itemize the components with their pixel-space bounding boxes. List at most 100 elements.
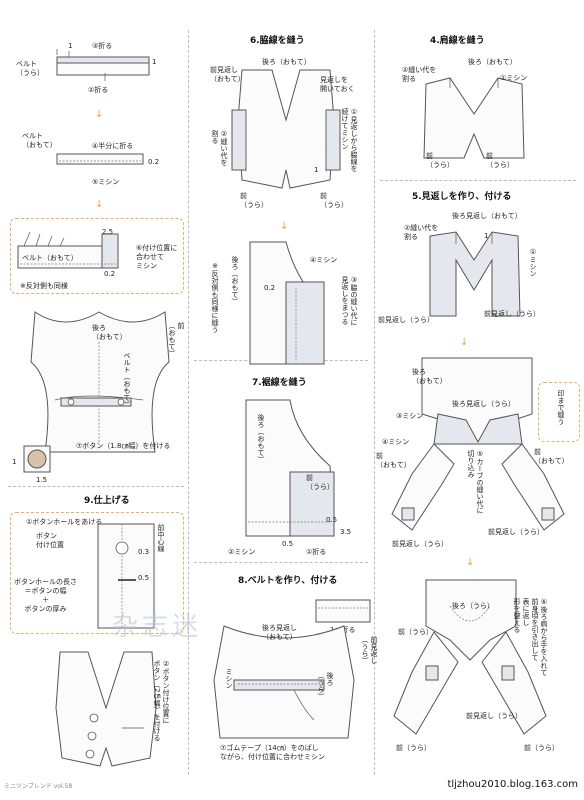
section-title-belt: 8.ベルトを作り、付ける	[238, 576, 338, 586]
front-label: 前 （おもて）	[168, 322, 185, 357]
page-footer-left: ミニツンブレンド vol.58	[4, 783, 73, 790]
front-label: 前 （うら）	[320, 192, 348, 209]
front-facing-label: 前見返し（うら）	[484, 310, 540, 318]
continuous-seam-label: ①見返しから脇線を 続けてミシン	[341, 108, 358, 172]
machine-label: ④ミシン	[310, 256, 338, 264]
facing-attach-diagram	[391, 357, 565, 531]
turn-out-diagram	[393, 579, 547, 735]
back-label: 後ろ（おもて）	[262, 58, 311, 66]
machine-label: ①ミシン	[529, 248, 537, 277]
cut-allowance-label: ②縫い代を 割る	[211, 130, 228, 166]
step-arrow-icon: ↓	[95, 109, 104, 120]
dim-label: 0.5	[326, 516, 338, 524]
half-fold-label: ④半分に折る	[92, 142, 134, 150]
dim-label: 1	[484, 232, 489, 240]
front-facing-label: 前見返し （おもて）	[210, 66, 245, 83]
section-title-finish: 9.仕上げる	[84, 496, 130, 506]
front-label: 前（うら）	[524, 744, 559, 752]
machine-label: ⑤ミシン	[92, 178, 120, 186]
back-label: 後ろ（うら）	[452, 602, 494, 610]
belt-fold-label: ③折る	[92, 42, 113, 50]
column-separator-right	[374, 30, 375, 775]
front-label: 前 （おもて）	[534, 448, 569, 465]
machine-label: ②ミシン	[228, 548, 256, 556]
open-facing-label: 見返しを 開いておく	[320, 76, 355, 93]
side-seam-detail-diagram	[249, 241, 325, 365]
front-facing-label: 前見返し（うら）	[488, 528, 544, 536]
machine-label: ①ミシン	[500, 74, 528, 82]
front-facing-label: 前見返し（うら）	[378, 316, 434, 324]
vest-back-diagram	[30, 311, 170, 453]
belt-half-fold-diagram	[56, 153, 144, 165]
dim-label: 0.3	[138, 548, 150, 556]
front-label: 前 （うら）	[486, 152, 514, 169]
center-line-label: 前中心線	[157, 524, 165, 552]
dim-label: 1	[12, 458, 17, 466]
belt-back-label: ベルト （うら）	[16, 60, 44, 77]
attach-label: ⑥付け位置に 合わせて ミシン	[136, 244, 178, 270]
belt-fold-diagram	[56, 49, 150, 81]
button-sew-label: ⑦ボタン（1.8㎝幅）を付ける	[76, 442, 171, 450]
dim-label: 1.5	[36, 476, 48, 484]
side-seam-diagram	[231, 69, 341, 189]
machine-label: ミシン	[225, 668, 233, 689]
page-footer-url: tljzhou2010.blog.163.com	[447, 779, 578, 790]
hem-diagram	[245, 399, 335, 537]
buttonhole-diagram	[97, 523, 155, 629]
dim-label: 1	[314, 166, 319, 174]
back-inside-label: 後ろ （うら）	[317, 672, 334, 700]
front-label: 前（うら）	[398, 628, 433, 636]
step-arrow-icon: ↓	[460, 337, 469, 348]
buttonhole-label: ①ボタンホールをあける	[26, 518, 103, 526]
front-label: 前 （うら）	[240, 192, 268, 209]
section-title-side-seam: 6.脇線を縫う	[250, 36, 305, 46]
back-facing-label: 後ろ見返し（おもて）	[452, 212, 522, 220]
belt-fold-detail	[315, 599, 371, 623]
front-facing-label: 前見返し （うら）	[361, 636, 378, 664]
dim-label: 0.2	[264, 284, 276, 292]
back-label: 後ろ （おもて）	[92, 324, 127, 341]
section-title-shoulder: 4.肩線を縫う	[430, 36, 485, 46]
button-position-label: ボタン 付け位置	[36, 532, 64, 549]
sew-button-label: ②ボタン付け位置に ボタン（2㎝幅）を付ける	[153, 660, 170, 742]
section-title-hem: 7.裾線を縫う	[252, 378, 307, 388]
section-separator	[380, 180, 576, 181]
dim-label: 1	[152, 58, 157, 66]
dim-label: 2.5	[102, 228, 114, 236]
front-label: 前 （おもて）	[376, 452, 411, 469]
belt-fold-label: ②折る	[88, 86, 109, 94]
belt-attach-back-diagram	[213, 625, 355, 739]
section-separator	[194, 562, 368, 563]
elastic-label: ⑦ゴムテープ（14㎝）をのばし ながら、付け位置に合わせミシン	[220, 744, 325, 761]
step-arrow-icon: ↓	[95, 199, 104, 210]
vest-front-finished-diagram	[55, 651, 157, 767]
front-label: 前（うら）	[396, 744, 431, 752]
section-title-facing: 5.見返しを作り、付ける	[412, 192, 512, 202]
dim-label: 1	[68, 42, 73, 50]
cut-allowance-label: ②縫い代を 割る	[402, 66, 437, 83]
mark-detail-box	[538, 382, 580, 442]
front-label: 前 （うら）	[306, 474, 334, 491]
button-icon	[23, 445, 51, 473]
watermark: 杂志迷	[112, 612, 203, 642]
front-label: 前 （うら）	[426, 152, 454, 169]
belt-attach-diagram	[17, 231, 119, 269]
back-label: 後ろ（おもて）	[231, 256, 239, 305]
fold-label: ①折る	[306, 548, 327, 556]
back-label: 後ろ（おもて）	[468, 58, 517, 66]
step-arrow-icon: ↓	[466, 557, 475, 568]
dim-label: 0.2	[148, 158, 160, 166]
back-label: 後ろ （おもて）	[412, 368, 447, 385]
belt-front-label: ベルト （おもて）	[22, 132, 57, 149]
dim-label: 3.5	[340, 528, 352, 536]
dim-label: 0.2	[104, 270, 116, 278]
allowance-label: ③脇の縫い代に 見返しをまつる	[341, 276, 358, 326]
section-separator	[8, 486, 184, 487]
back-label: 後ろ（おもて）	[257, 414, 265, 463]
cut-allowance-label: ②縫い代を 割る	[404, 224, 439, 241]
belt-attach-box	[10, 218, 184, 294]
back-facing-label: 後ろ見返し（うら）	[452, 400, 515, 408]
belt-label: ベルト（おもて）	[123, 352, 131, 408]
buttonhole-length-label: ボタンホールの長さ ＝ボタンの幅 ＋ ボタンの厚み	[14, 578, 77, 613]
back-facing-label: 後ろ見返し （おもて）	[262, 624, 297, 641]
